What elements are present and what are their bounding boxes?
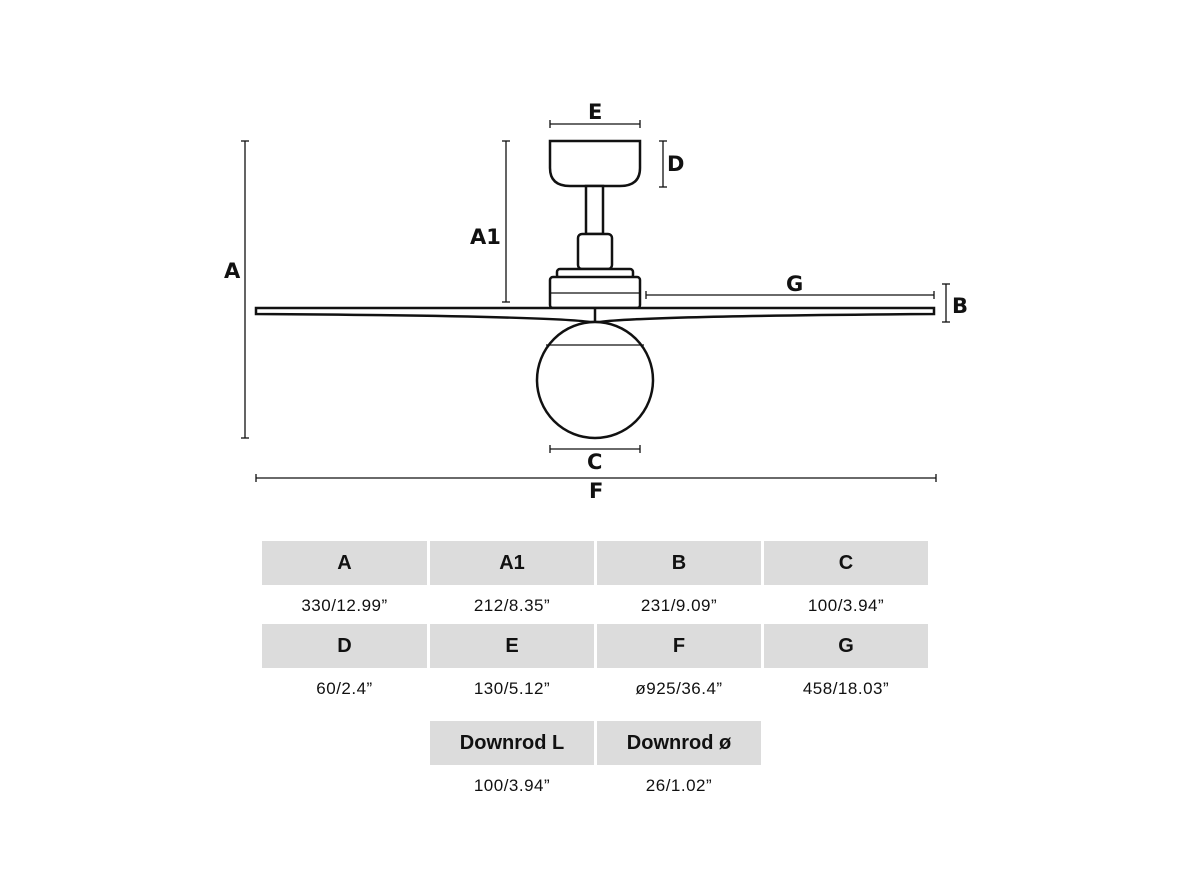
label-c: C — [587, 450, 602, 474]
header-c: C — [764, 541, 928, 585]
label-d: D — [667, 152, 684, 176]
dimension-a — [241, 140, 249, 439]
header-b: B — [597, 541, 761, 585]
label-a: A — [224, 259, 241, 283]
header-e: E — [430, 624, 594, 668]
dimension-d — [659, 140, 667, 188]
value-g: 458/18.03” — [802, 679, 890, 698]
value-e: 130/5.12” — [473, 679, 551, 698]
label-b: B — [952, 294, 968, 318]
label-a1: A1 — [470, 225, 501, 249]
dimension-f — [255, 474, 937, 482]
value-b: 231/9.09” — [640, 596, 718, 615]
label-e: E — [588, 100, 602, 124]
canopy — [548, 139, 642, 188]
value-downrod-diameter: 26/1.02” — [645, 776, 713, 795]
header-a1: A1 — [430, 541, 594, 585]
header-d: D — [262, 624, 427, 668]
header-downrod-length: Downrod L — [430, 721, 594, 765]
header-g: G — [764, 624, 928, 668]
label-g: G — [786, 272, 803, 296]
fan-body — [254, 139, 936, 440]
label-f: F — [589, 479, 603, 503]
dimension-b — [942, 283, 950, 323]
header-downrod-diameter: Downrod ø — [597, 721, 761, 765]
motor-coupler — [576, 232, 614, 271]
light-globe — [535, 320, 655, 440]
value-a1: 212/8.35” — [473, 596, 551, 615]
downrod — [584, 184, 605, 236]
value-f: ø925/36.4” — [635, 679, 723, 698]
value-c: 100/3.94” — [807, 596, 885, 615]
header-f: F — [597, 624, 761, 668]
header-a: A — [262, 541, 427, 585]
dimension-a1 — [502, 140, 510, 303]
dimension-e — [549, 120, 641, 128]
value-downrod-length: 100/3.94” — [473, 776, 551, 795]
value-d: 60/2.4” — [316, 679, 373, 698]
dimension-g — [645, 291, 935, 299]
value-a: 330/12.99” — [301, 596, 388, 615]
fan-dimension-drawing: A A1 E D G B C F — [224, 100, 968, 503]
dimension-c — [549, 445, 641, 453]
